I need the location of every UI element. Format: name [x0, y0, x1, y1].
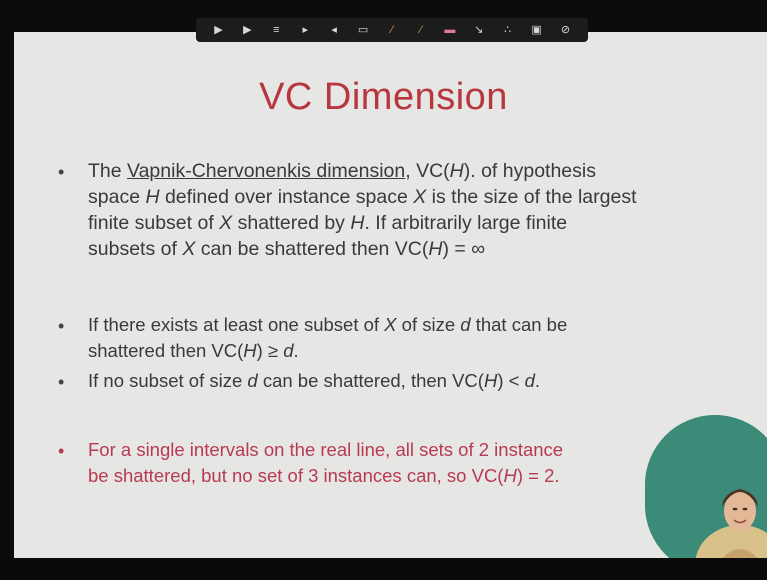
bullet-marker: •: [58, 316, 65, 336]
prev-icon[interactable]: ▶: [243, 23, 252, 36]
text-line: subsets of X can be shattered then VC(H)…: [88, 238, 486, 260]
highlighter-icon[interactable]: ∕: [419, 23, 422, 36]
text-line: If no subset of size d can be shattered,…: [88, 370, 541, 391]
next-icon[interactable]: ▶: [214, 23, 223, 36]
laser-icon[interactable]: ∴: [504, 23, 512, 36]
bullet-marker: •: [58, 372, 65, 392]
text-line: be shattered, but no set of 3 instances …: [88, 465, 560, 486]
settings-icon[interactable]: ▣: [531, 23, 542, 36]
bullet-upper-bound: If no subset of size d can be shattered,…: [88, 368, 540, 394]
arrow-icon[interactable]: ↘: [474, 23, 484, 36]
back-icon[interactable]: ◂: [331, 23, 337, 36]
pointer-icon[interactable]: ▸: [302, 23, 308, 36]
slide-background: [14, 32, 767, 558]
bullet-vc-definition: The Vapnik-Chervonenkis dimension, VC(H)…: [88, 158, 637, 262]
close-icon[interactable]: ⊘: [560, 23, 571, 36]
bullet-interval-example: For a single intervals on the real line,…: [88, 437, 563, 489]
bullet-marker: •: [58, 441, 65, 461]
presentation-toolbar: ▶ ▶ ≡ ▸ ◂ ▭ ∕ ∕ ▬ ↘ ∴ ▣ ⊘: [196, 18, 588, 42]
text-line: finite subset of X shattered by H. If ar…: [88, 212, 568, 234]
text-line: shattered then VC(H) ≥ d.: [88, 340, 299, 361]
bullet-shattered-lower-bound: If there exists at least one subset of X…: [88, 312, 567, 364]
slide-title: VC Dimension: [259, 76, 508, 118]
text-line: space H defined over instance space X is…: [88, 186, 637, 208]
bottom-frame-bar: [0, 558, 767, 580]
text-line: For a single intervals on the real line,…: [88, 439, 564, 460]
presenter-figure: [645, 415, 767, 575]
bullet-marker: •: [58, 162, 65, 182]
screen-icon[interactable]: ▭: [357, 23, 369, 36]
eraser-icon[interactable]: ▬: [444, 23, 456, 36]
presenter-video: [645, 415, 767, 575]
text-line: If there exists at least one subset of X…: [88, 314, 568, 335]
text-line: The Vapnik-Chervonenkis dimension, VC(H)…: [88, 160, 596, 182]
pen-icon[interactable]: ∕: [391, 23, 393, 36]
menu-icon[interactable]: ≡: [273, 23, 280, 36]
